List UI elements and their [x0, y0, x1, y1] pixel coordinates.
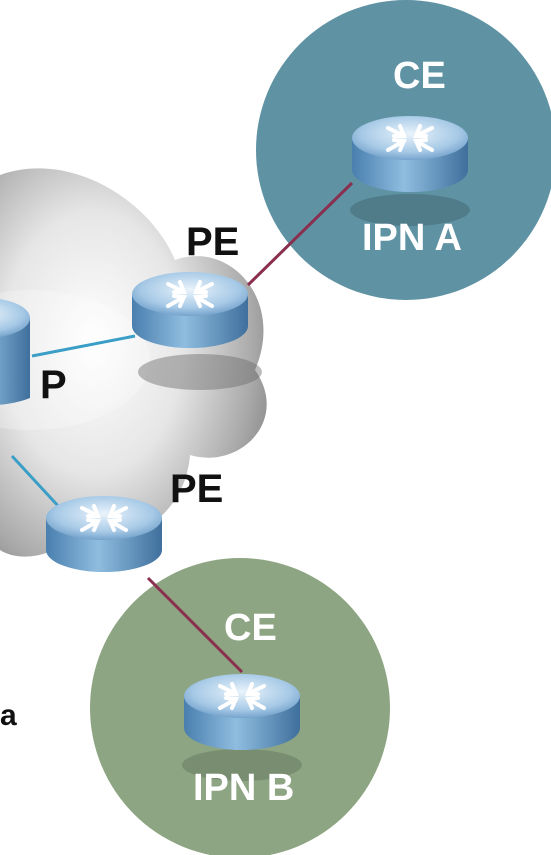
- label-p: P: [40, 363, 67, 407]
- router-icon: [350, 114, 470, 194]
- router-icon: [182, 672, 302, 752]
- router-icon: [44, 494, 164, 574]
- link-p-to-pe-bottom: [10, 454, 62, 510]
- router-p: [0, 299, 30, 405]
- label-ipn-b: IPN B: [193, 767, 294, 809]
- link-pe-to-ce-b: [146, 576, 244, 674]
- router-ce-b: [182, 672, 302, 781]
- router-icon: [130, 270, 250, 350]
- link-p-to-pe-top: [31, 334, 136, 358]
- label-pe-bottom: PE: [170, 467, 223, 511]
- label-pe-top: PE: [186, 220, 239, 264]
- provider-cloud: [0, 168, 267, 557]
- label-ce-site-a: CE: [393, 55, 446, 97]
- edge-text-fragment: a: [0, 699, 17, 732]
- router-pe-top: [130, 270, 262, 390]
- router-pe-bottom: [44, 494, 164, 574]
- router-ce-a: [350, 114, 470, 226]
- label-ipn-a: IPN A: [362, 217, 462, 259]
- link-pe-to-ce-a: [246, 181, 354, 287]
- label-ce-site-b: CE: [224, 607, 277, 649]
